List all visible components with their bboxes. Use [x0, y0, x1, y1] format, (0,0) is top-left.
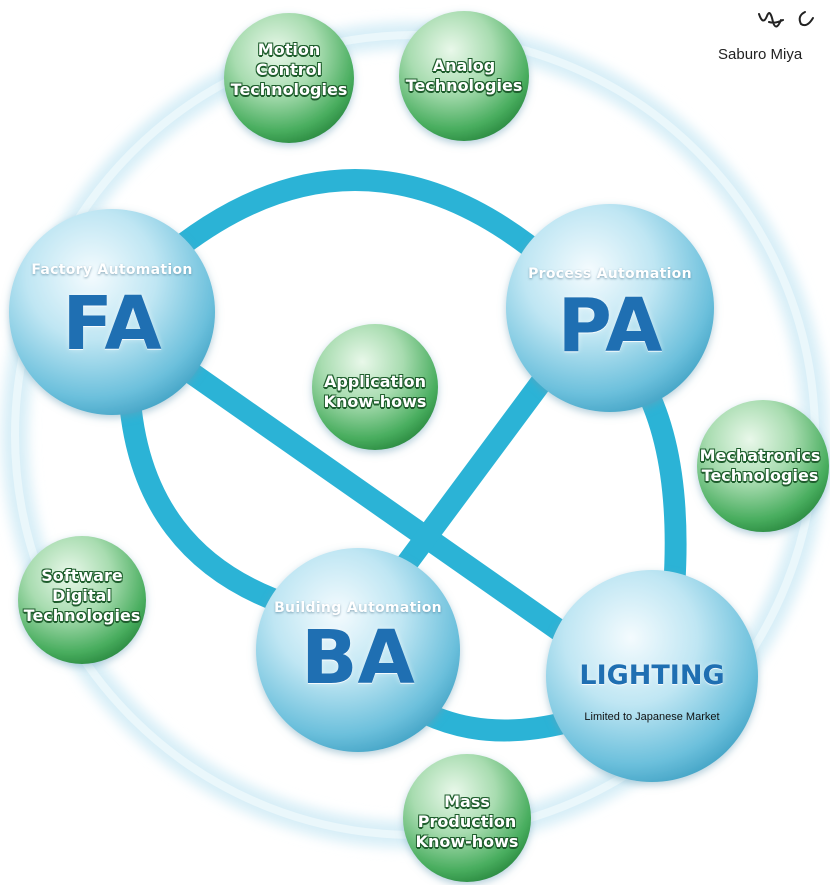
- hub-pa-subtitle: Process Automation: [528, 266, 692, 282]
- tech-motion-sphere: [224, 13, 354, 143]
- tech-label-line: Technologies: [23, 606, 141, 625]
- tech-mass-sphere: [403, 754, 531, 882]
- tech-label-line: Motion: [257, 40, 321, 59]
- tech-label-line: Technologies: [701, 466, 819, 485]
- hub-lighting-sphere: [546, 570, 758, 782]
- tech-application-sphere: [312, 324, 438, 450]
- tech-motion-label: Motion Control Technologies: [209, 40, 369, 100]
- hub-fa-acronym: FA: [62, 281, 162, 367]
- hub-ba-acronym: BA: [301, 615, 415, 701]
- tech-label-line: Application: [323, 372, 427, 391]
- tech-label-line: Technologies: [405, 76, 523, 95]
- hub-pa-acronym: PA: [557, 283, 663, 369]
- tech-label-line: Digital: [52, 586, 112, 605]
- tech-software-sphere: [18, 536, 146, 664]
- tech-spheres: [18, 11, 829, 882]
- hub-fa-sphere: [9, 209, 215, 415]
- tech-label-line: Know-hows: [415, 832, 519, 851]
- tech-mechatronics-label: Mechatronics Technologies: [680, 446, 830, 486]
- hub-pa-sphere: [506, 204, 714, 412]
- tech-label-line: Production: [417, 812, 517, 831]
- tech-label-line: Mass: [444, 792, 490, 811]
- tech-analog-label: Analog Technologies: [384, 56, 544, 96]
- hub-ba-subtitle: Building Automation: [274, 600, 442, 616]
- tech-label-line: Software: [41, 566, 123, 585]
- hub-spheres: [9, 204, 758, 782]
- tech-analog-sphere: [399, 11, 529, 141]
- tech-label-line: Know-hows: [323, 392, 427, 411]
- tech-mass-label: Mass Production Know-hows: [387, 792, 547, 852]
- hub-fa-subtitle: Factory Automation: [31, 262, 193, 278]
- handwritten-signature: [758, 11, 814, 28]
- tech-label-line: Technologies: [230, 80, 348, 99]
- hub-ba-sphere: [256, 548, 460, 752]
- tech-mechatronics-sphere: [697, 400, 829, 532]
- tech-software-label: Software Digital Technologies: [2, 566, 162, 626]
- tech-application-label: Application Know-hows: [295, 372, 455, 412]
- tech-label-line: Control: [255, 60, 323, 79]
- tech-label-line: Analog: [432, 56, 496, 75]
- connector-fa-lighting: [119, 319, 641, 691]
- signature-name: Saburo Miya: [718, 46, 803, 63]
- tech-label-line: Mechatronics: [699, 446, 821, 465]
- hub-lighting-note: Limited to Japanese Market: [584, 711, 720, 723]
- hub-lighting-title: LIGHTING: [579, 660, 725, 691]
- connector-fa-pa: [119, 169, 591, 301]
